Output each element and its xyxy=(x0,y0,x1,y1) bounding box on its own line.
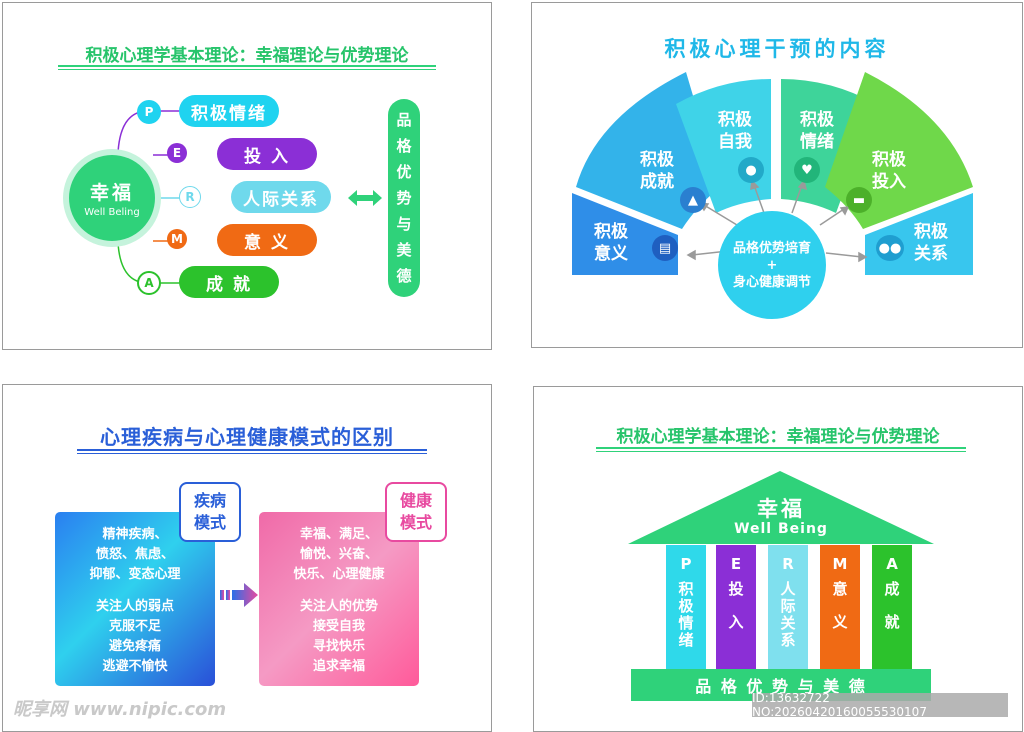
center-subtitle: Well Beling xyxy=(84,207,140,218)
illness-model-tag: 疾病 模式 xyxy=(179,482,241,542)
center-core-circle: 品格优势培育 + 身心健康调节 xyxy=(718,211,826,319)
health-model-tag: 健康 模式 xyxy=(385,482,447,542)
title-underline xyxy=(77,453,427,454)
temple-roof xyxy=(628,471,934,544)
strengths-virtues-pill: 品 格 优 势 与 美 德 xyxy=(388,99,420,297)
graduation-cap-icon: ▲ xyxy=(680,187,706,213)
letter-e: E xyxy=(167,143,187,163)
segment-meaning-label: 积极意义 xyxy=(594,222,628,264)
right-arrow-icon xyxy=(220,583,258,607)
roof-subtitle: Well Being xyxy=(734,521,828,537)
certificate-icon: ▤ xyxy=(652,235,678,261)
title-underline xyxy=(58,69,436,70)
center-title: 幸福 xyxy=(89,182,134,204)
title-underline xyxy=(58,65,436,67)
center-circle-inner: 幸福 Well Beling xyxy=(69,155,155,241)
item-meaning: 意 义 xyxy=(217,224,317,256)
panel2-title: 积极心理干预的内容 xyxy=(664,37,890,61)
work-icon: ▬ xyxy=(846,187,872,213)
panel-intervention: 积极心理干预的内容 积极意义 积极成就 积极自我 积极情绪 积极投入 积极关系 xyxy=(531,2,1023,348)
panel4-title: 积极心理学基本理论：幸福理论与优势理论 xyxy=(616,427,940,447)
item-engagement: 投 入 xyxy=(217,138,317,170)
segment-achievement-label: 积极成就 xyxy=(640,150,674,192)
letter-p: P xyxy=(137,100,161,124)
roof-title: 幸福 xyxy=(757,497,805,521)
watermark-id: ID:13632722 NO:20260420160055530107 xyxy=(752,691,1008,719)
person-icon: ● xyxy=(738,157,764,183)
item-accomplishment: 成 就 xyxy=(179,266,279,298)
title-underline xyxy=(77,449,427,451)
item-relationships: 人际关系 xyxy=(231,181,331,213)
panel-model-comparison: 心理疾病与心理健康模式的区别 精神疾病、 愤怒、焦虑、 抑郁、变态心理 关注人的… xyxy=(2,384,492,732)
semicircle-diagram xyxy=(572,72,973,275)
group-icon: ●● xyxy=(876,235,904,261)
item-positive-emotion: 积极情绪 xyxy=(179,95,279,127)
segment-relationship-label: 积极关系 xyxy=(914,222,948,264)
letter-a: A xyxy=(137,271,161,295)
panel-happiness-theory: 积极心理学基本理论：幸福理论与优势理论 幸福 Well Beling P 积极情… xyxy=(2,2,492,350)
letter-m: M xyxy=(167,229,187,249)
segment-emotion-label: 积极情绪 xyxy=(800,110,834,152)
health-model-text: 幸福、满足、 愉悦、兴奋、 快乐、心理健康 关注人的优势 接受自我 寻找快乐 追… xyxy=(293,527,385,674)
watermark-logo: 昵享网 www.nipic.com xyxy=(13,699,227,720)
double-arrow-icon xyxy=(348,190,382,206)
heart-icon: ♥ xyxy=(794,157,820,183)
letter-r: R xyxy=(179,186,201,208)
panel3-title: 心理疾病与心理健康模式的区别 xyxy=(100,425,394,449)
segment-engagement-label: 积极投入 xyxy=(872,150,906,192)
segment-self-label: 积极自我 xyxy=(718,110,752,152)
title-underline xyxy=(596,451,966,452)
title-underline xyxy=(596,447,966,449)
illness-model-text: 精神疾病、 愤怒、焦虑、 抑郁、变态心理 关注人的弱点 克服不足 避免疼痛 逃避… xyxy=(89,527,181,674)
panel1-title: 积极心理学基本理论：幸福理论与优势理论 xyxy=(85,46,409,66)
